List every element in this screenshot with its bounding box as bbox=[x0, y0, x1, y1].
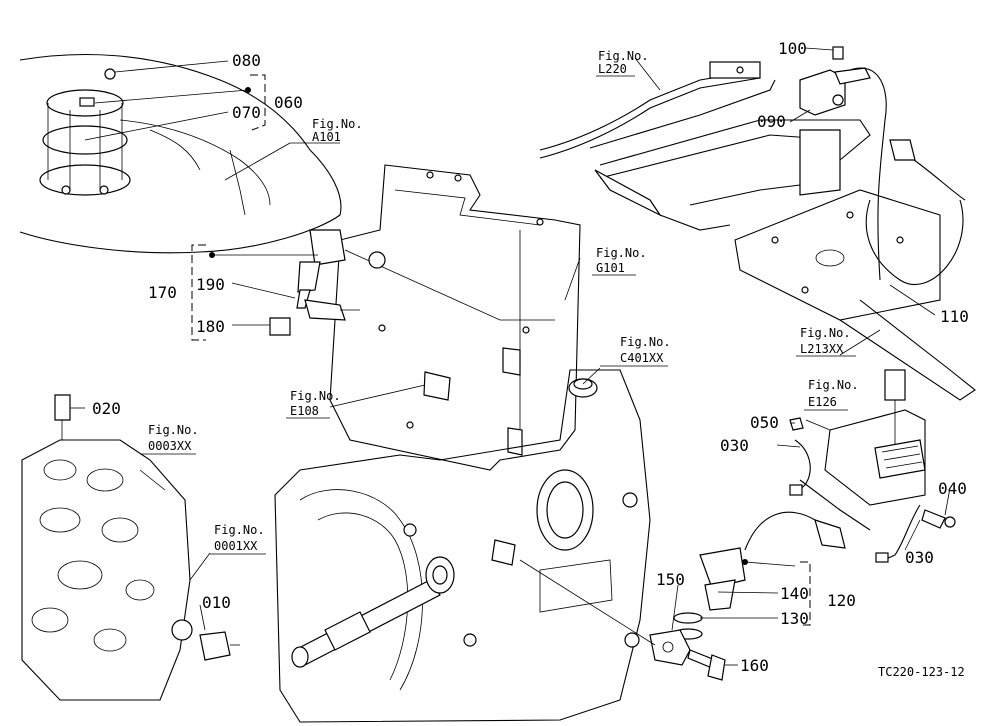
main-bracket bbox=[329, 164, 581, 471]
nut-050 bbox=[789, 417, 804, 431]
sensor-120 bbox=[673, 547, 746, 640]
svg-text:0001XX: 0001XX bbox=[214, 539, 258, 553]
svg-text:L213XX: L213XX bbox=[800, 342, 844, 356]
svg-text:Fig.No.: Fig.No. bbox=[808, 378, 859, 392]
part-number-labels: 080 060 070 170 190 180 020 010 100 090 … bbox=[92, 39, 969, 675]
fig-ref-e108: Fig.No. E108 bbox=[286, 389, 341, 419]
label-160: 160 bbox=[740, 656, 769, 675]
svg-text:Fig.No.: Fig.No. bbox=[148, 423, 199, 437]
label-090: 090 bbox=[757, 112, 786, 131]
fig-ref-0003xx: Fig.No. 0003XX bbox=[140, 423, 199, 455]
figure-reference-labels: Fig.No. A101 Fig.No. L220 Fig.No. G101 F… bbox=[140, 49, 859, 555]
fig-ref-l213xx: Fig.No. L213XX bbox=[796, 326, 856, 357]
label-060: 060 bbox=[274, 93, 303, 112]
leader-lines bbox=[70, 47, 951, 666]
label-020: 020 bbox=[92, 399, 121, 418]
svg-text:G101: G101 bbox=[596, 261, 625, 275]
label-070: 070 bbox=[232, 103, 261, 122]
fig-ref-l220: Fig.No. L220 bbox=[596, 49, 649, 77]
fig-ref-c401xx: Fig.No. C401XX bbox=[600, 335, 671, 367]
svg-text:A101: A101 bbox=[312, 130, 341, 144]
switch-wires bbox=[744, 439, 921, 563]
svg-text:E126: E126 bbox=[808, 395, 837, 409]
switch-bracket bbox=[799, 369, 926, 531]
label-030-lower: 030 bbox=[905, 548, 934, 567]
linkage-rods bbox=[539, 61, 871, 231]
label-110: 110 bbox=[940, 307, 969, 326]
svg-text:L220: L220 bbox=[598, 62, 627, 76]
sensor-170 bbox=[269, 229, 360, 336]
svg-text:Fig.No.: Fig.No. bbox=[598, 49, 649, 63]
engine-block bbox=[21, 439, 193, 701]
svg-text:Fig.No.: Fig.No. bbox=[800, 326, 851, 340]
hood-panel-outline bbox=[19, 53, 342, 254]
svg-text:Fig.No.: Fig.No. bbox=[620, 335, 671, 349]
label-010: 010 bbox=[202, 593, 231, 612]
svg-text:Fig.No.: Fig.No. bbox=[312, 117, 363, 131]
fig-ref-e126: Fig.No. E126 bbox=[804, 378, 859, 411]
label-190: 190 bbox=[196, 275, 225, 294]
switch-bracket-150 bbox=[649, 629, 691, 666]
svg-text:Fig.No.: Fig.No. bbox=[214, 523, 265, 537]
label-040: 040 bbox=[938, 479, 967, 498]
svg-text:C401XX: C401XX bbox=[620, 351, 664, 365]
wire-harness bbox=[865, 139, 966, 286]
bolt-160 bbox=[687, 649, 726, 681]
label-150: 150 bbox=[656, 570, 685, 589]
gauge-housing bbox=[39, 68, 131, 196]
label-180: 180 bbox=[196, 317, 225, 336]
svg-text:E108: E108 bbox=[290, 404, 319, 418]
label-170: 170 bbox=[148, 283, 177, 302]
fig-ref-0001xx: Fig.No. 0001XX bbox=[210, 523, 266, 555]
input-shaft bbox=[291, 556, 455, 668]
drawing-code: TC220-123-12 bbox=[878, 665, 965, 679]
label-130: 130 bbox=[780, 609, 809, 628]
sensor-010 bbox=[199, 631, 240, 661]
label-120: 120 bbox=[827, 591, 856, 610]
grouping-brackets bbox=[191, 74, 811, 626]
label-140: 140 bbox=[780, 584, 809, 603]
sensor-020 bbox=[54, 394, 71, 440]
transmission-case bbox=[274, 369, 651, 723]
svg-text:Fig.No.: Fig.No. bbox=[596, 246, 647, 260]
solenoid-unit bbox=[799, 46, 887, 281]
fig-ref-a101: Fig.No. A101 bbox=[312, 117, 363, 144]
label-080: 080 bbox=[232, 51, 261, 70]
bolt-040 bbox=[921, 509, 956, 529]
label-030-upper: 030 bbox=[720, 436, 749, 455]
svg-text:0003XX: 0003XX bbox=[148, 439, 192, 453]
mount-plate bbox=[734, 189, 976, 401]
label-050: 050 bbox=[750, 413, 779, 432]
fig-ref-g101: Fig.No. G101 bbox=[592, 246, 647, 276]
svg-text:Fig.No.: Fig.No. bbox=[290, 389, 341, 403]
label-100: 100 bbox=[778, 39, 807, 58]
